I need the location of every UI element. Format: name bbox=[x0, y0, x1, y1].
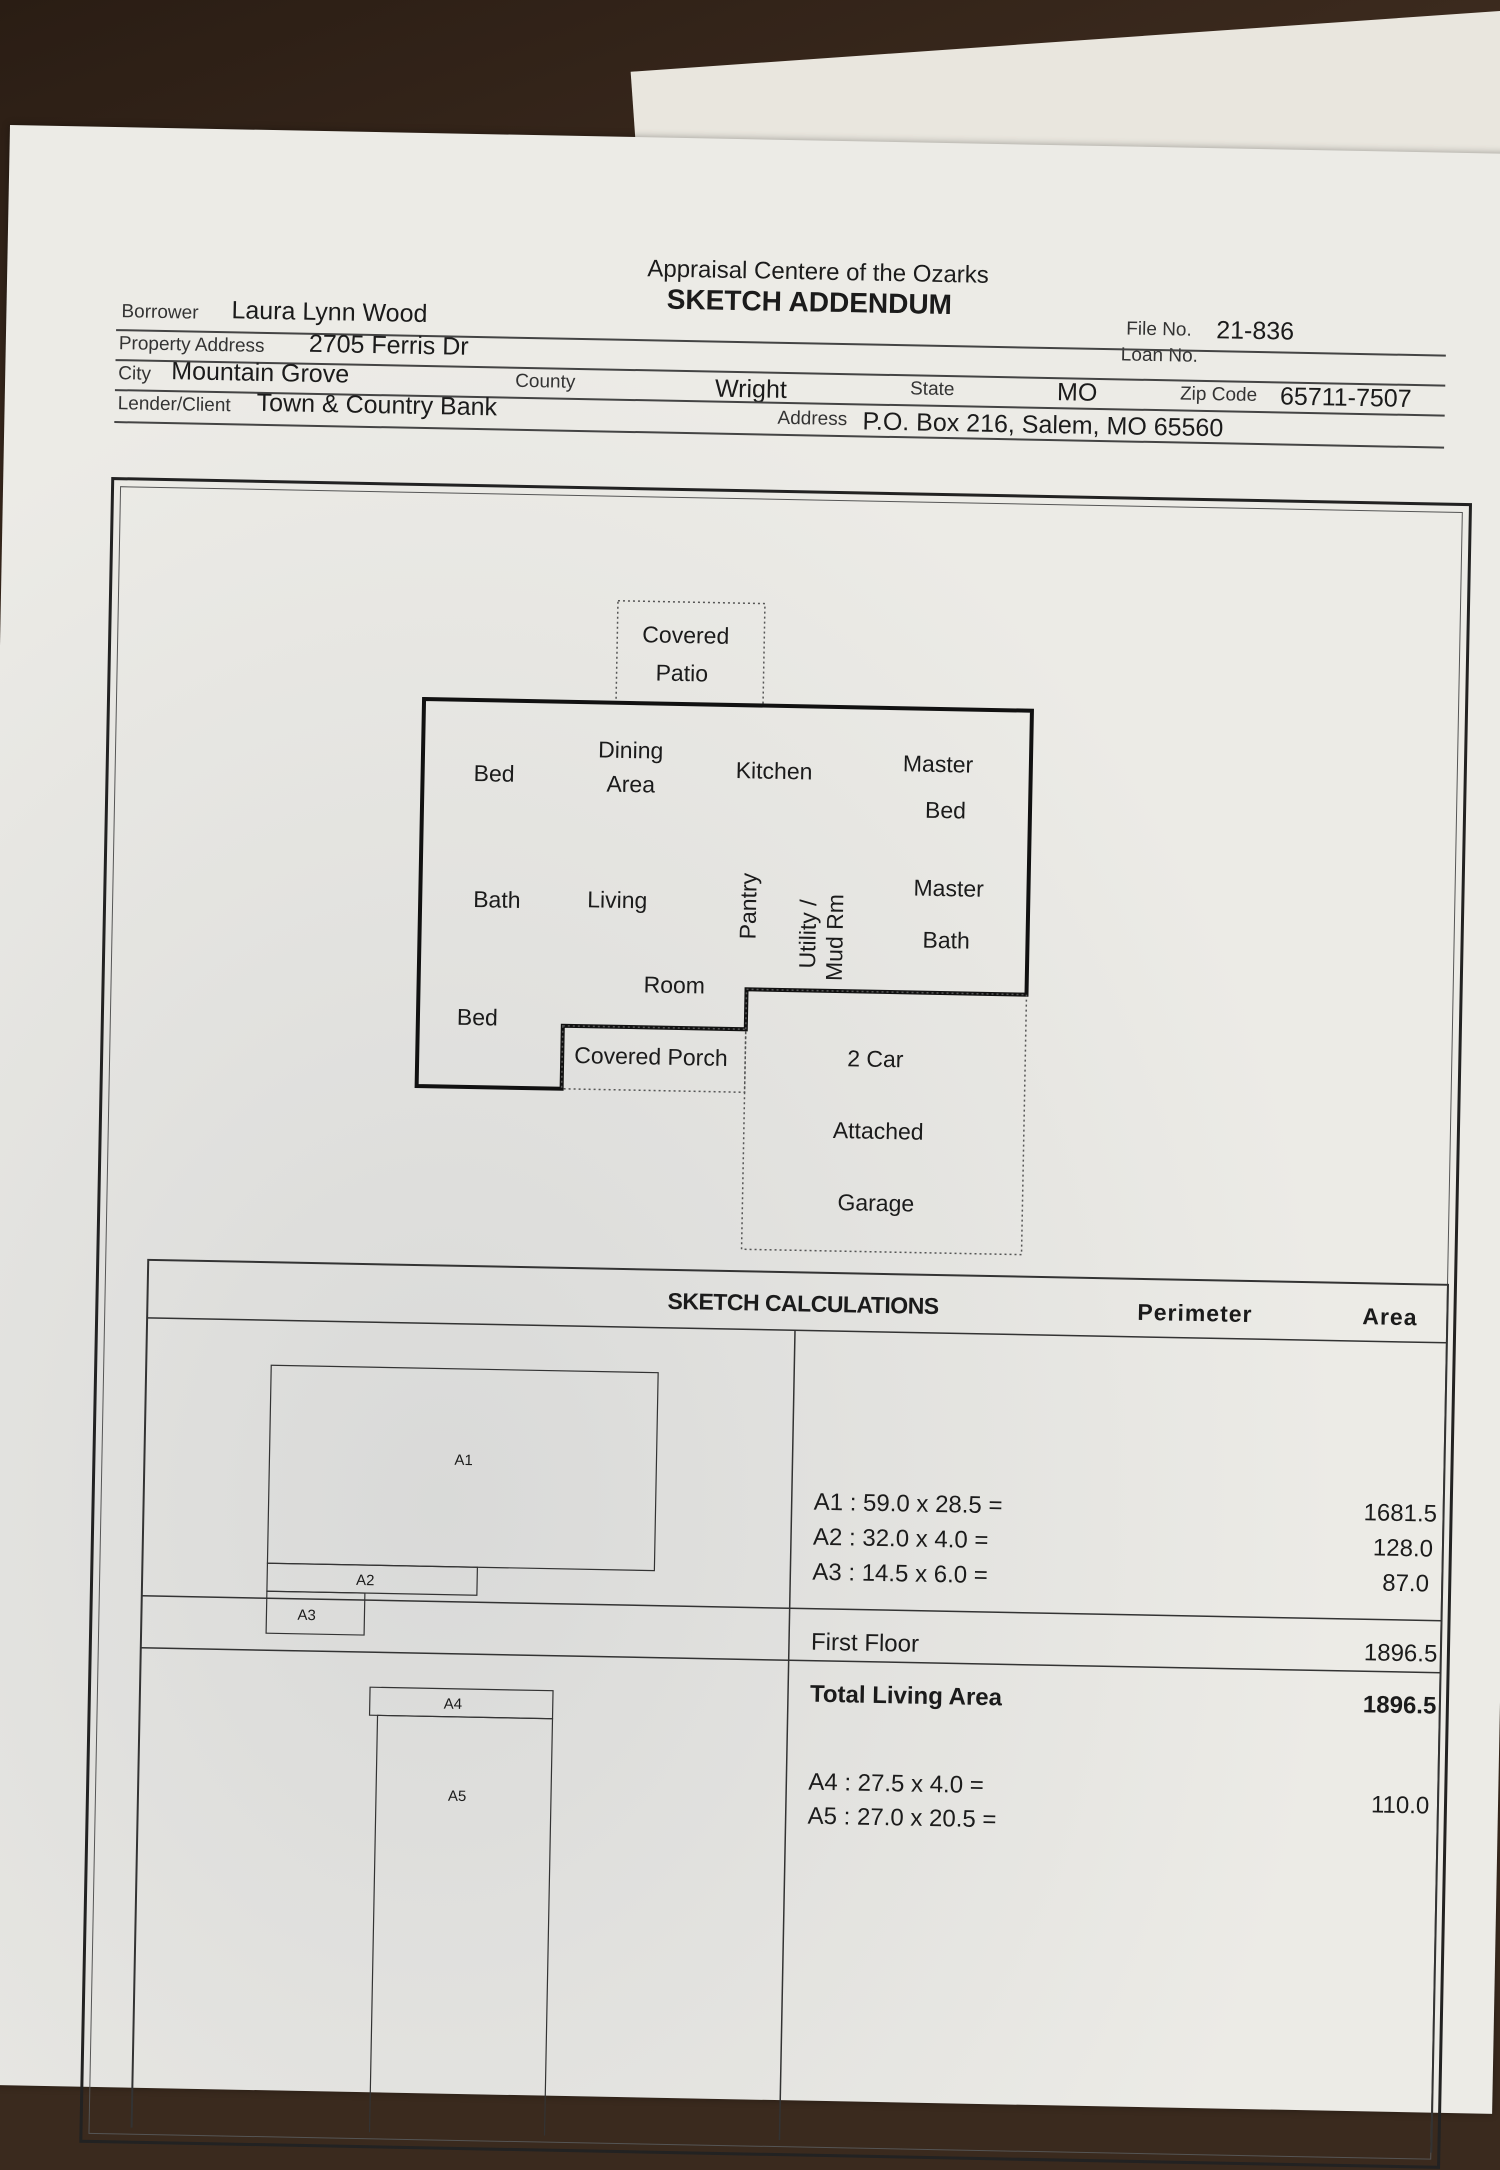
calc-a1-formula: A1 : 59.0 x 28.5 = bbox=[813, 1488, 1003, 1520]
mini-label-a1: A1 bbox=[454, 1451, 473, 1470]
total-living-area-label: Total Living Area bbox=[809, 1680, 1003, 1712]
calc-a3-value: 87.0 bbox=[1382, 1569, 1430, 1598]
total-living-area-value: 1896.5 bbox=[1362, 1691, 1437, 1720]
calc-a3-formula: A3 : 14.5 x 6.0 = bbox=[812, 1558, 989, 1590]
calculations-title: SKETCH CALCULATIONS bbox=[667, 1287, 939, 1320]
first-floor-total: 1896.5 bbox=[1363, 1639, 1438, 1668]
calc-a2-value: 128.0 bbox=[1372, 1534, 1434, 1563]
mini-label-a3: A3 bbox=[297, 1606, 316, 1625]
first-floor-label: First Floor bbox=[810, 1628, 920, 1658]
mini-label-a5: A5 bbox=[447, 1787, 467, 1806]
mini-area-a5 bbox=[368, 1714, 554, 2140]
calc-a5-formula: A5 : 27.0 x 20.5 = bbox=[807, 1802, 997, 1834]
area-header: Area bbox=[1362, 1303, 1418, 1331]
mini-label-a2: A2 bbox=[355, 1571, 375, 1590]
covered-patio-outline bbox=[615, 599, 766, 707]
covered-porch-outline bbox=[560, 1025, 747, 1094]
calc-a2-formula: A2 : 32.0 x 4.0 = bbox=[812, 1523, 989, 1555]
document-page: Appraisal Centere of the Ozarks SKETCH A… bbox=[0, 125, 1500, 2169]
calculations-table-lines bbox=[130, 1258, 1450, 2154]
calc-a4-value: 110.0 bbox=[1370, 1791, 1430, 1820]
mini-area-a3 bbox=[265, 1590, 366, 1636]
calc-a4-formula: A4 : 27.5 x 4.0 = bbox=[808, 1768, 985, 1799]
garage-outline bbox=[740, 988, 1028, 1256]
floor-plan bbox=[414, 599, 1034, 1256]
mini-area-a2 bbox=[266, 1562, 479, 1596]
mini-label-a4: A4 bbox=[443, 1695, 463, 1713]
perimeter-header: Perimeter bbox=[1137, 1298, 1253, 1328]
calc-a1-value: 1681.5 bbox=[1363, 1499, 1438, 1528]
